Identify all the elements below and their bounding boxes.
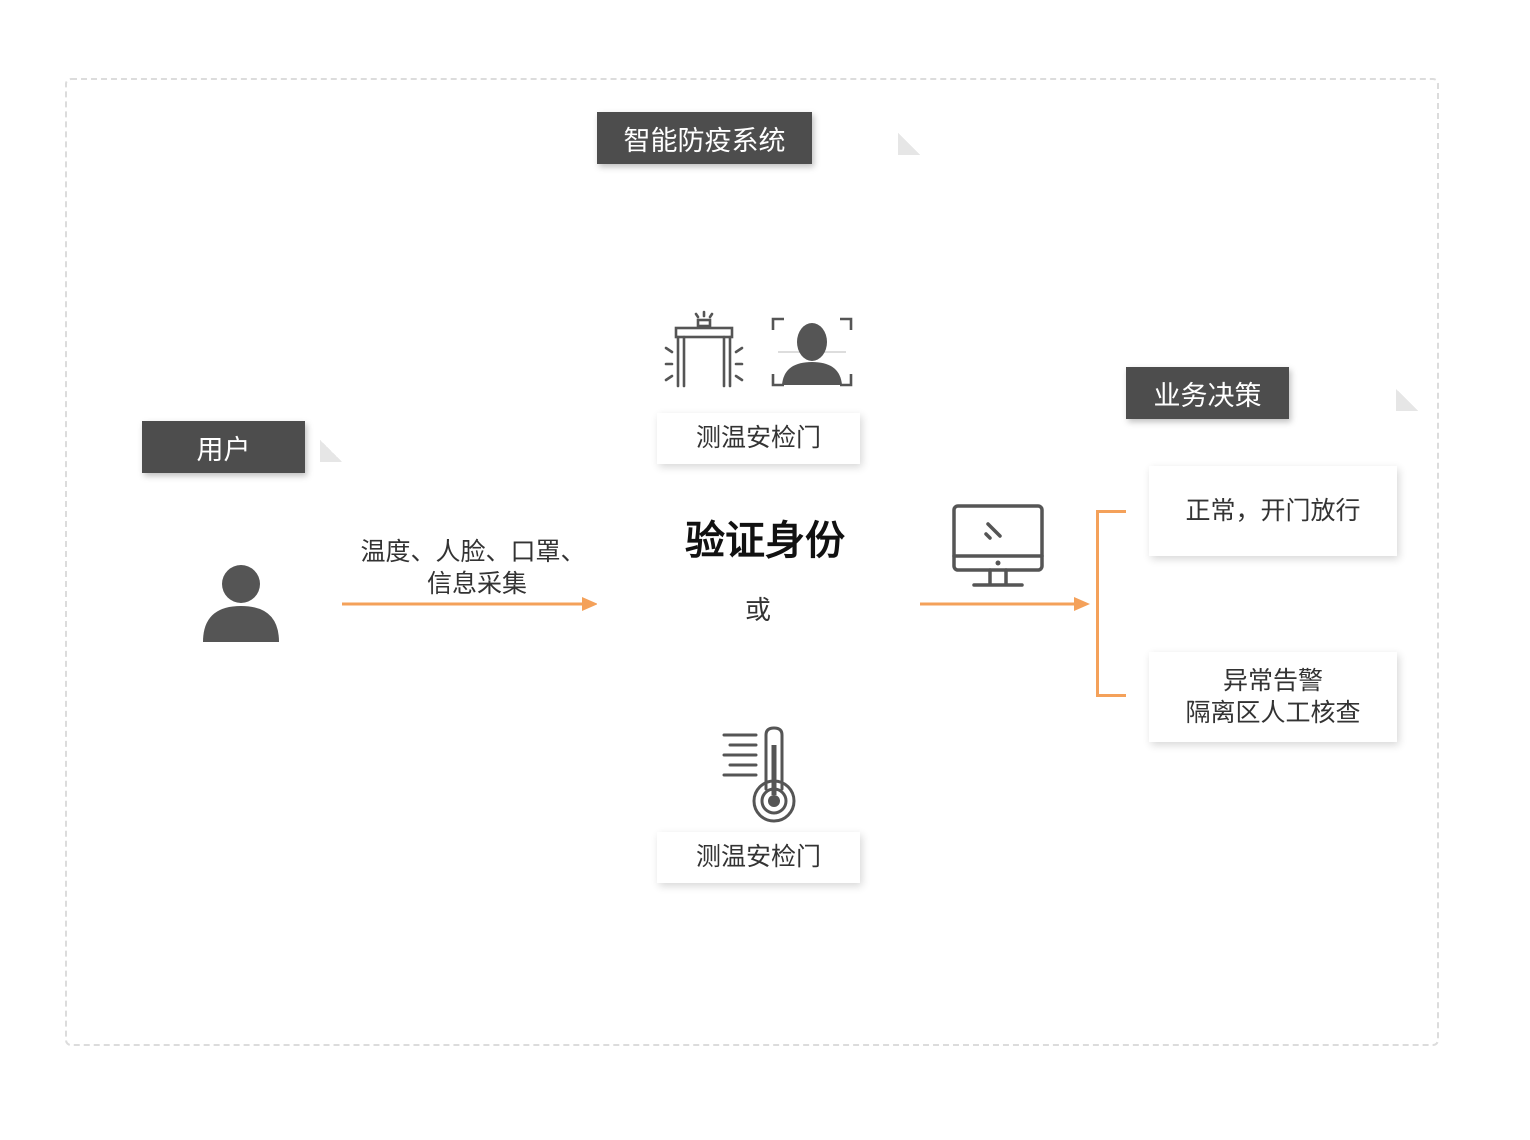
system-panel-title: 智能防疫系统: [597, 112, 812, 164]
system-panel-fold: [898, 133, 920, 155]
gate-label-bottom: 测温安检门: [657, 832, 860, 883]
monitor-icon: [952, 504, 1044, 587]
abnormal-line2: 隔离区人工核查: [1185, 698, 1361, 727]
face-scan-icon: [771, 317, 853, 387]
or-text: 或: [744, 596, 771, 626]
decision-panel-title: 业务决策: [1126, 367, 1289, 419]
normal-result-card: 正常，开门放行: [1149, 466, 1397, 556]
diagram-frame: [65, 78, 1439, 1046]
branch-vertical: [1096, 510, 1099, 697]
output-arrow: [920, 597, 1090, 611]
branch-top: [1096, 510, 1148, 513]
input-text-line1: 温度、人脸、口罩、: [360, 537, 586, 566]
security-gate-icon: [664, 310, 744, 388]
input-arrow: [342, 597, 598, 611]
input-text-line2: 信息采集: [426, 569, 527, 598]
thermometer-icon: [722, 726, 796, 823]
verify-heading: 验证身份: [685, 518, 845, 564]
person-icon: [203, 565, 279, 642]
decision-panel: [1126, 389, 1418, 807]
user-panel-fold: [320, 440, 342, 462]
abnormal-line1: 异常告警: [1222, 665, 1323, 695]
branch-bottom: [1096, 694, 1148, 697]
decision-panel-fold: [1396, 389, 1418, 411]
user-panel-title: 用户: [142, 421, 305, 473]
abnormal-result-card: 异常告警 隔离区人工核查: [1149, 652, 1397, 742]
gate-label-top: 测温安检门: [657, 413, 860, 464]
